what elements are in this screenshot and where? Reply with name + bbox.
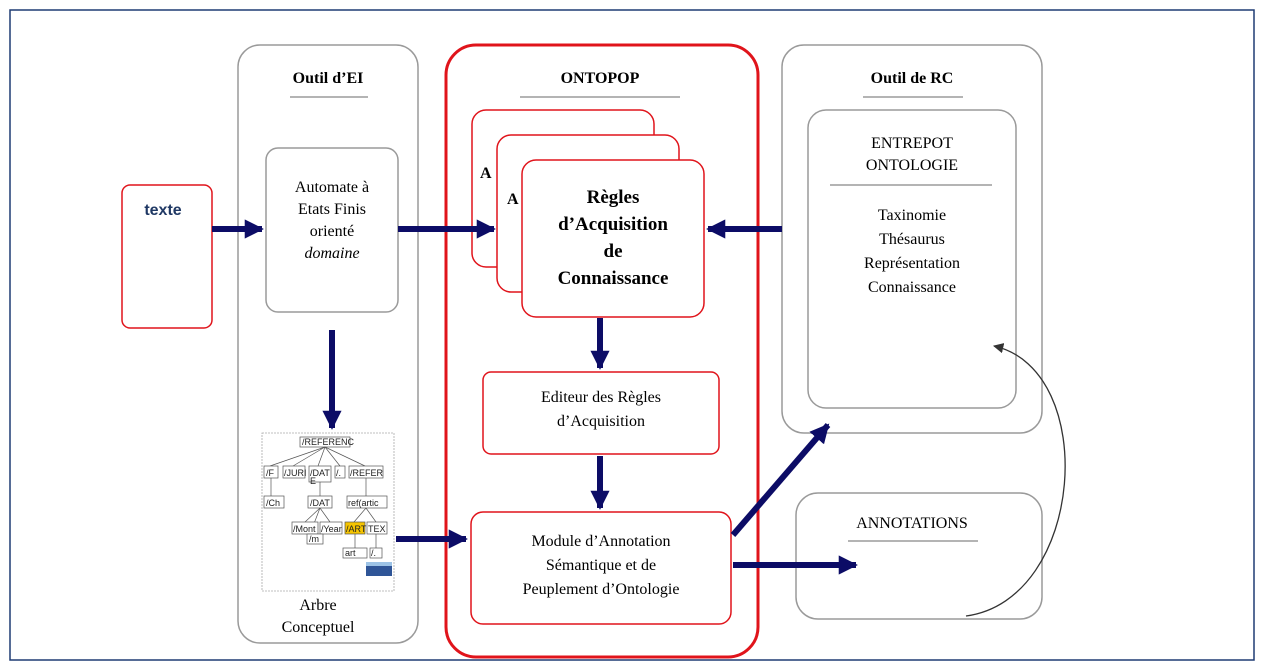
tree-node-year: /Year xyxy=(321,524,342,534)
outil-rc-title: Outil de RC xyxy=(871,70,954,87)
module-line2: Sémantique et de xyxy=(546,557,656,574)
regles-line3: de xyxy=(604,241,623,262)
automate-line3: orienté xyxy=(310,223,354,240)
regles-line4: Connaissance xyxy=(558,268,669,289)
entrepot-line1: ENTREPOT xyxy=(871,135,953,152)
tree-node-tex: TEX xyxy=(368,524,386,534)
regles-line2: d’Acquisition xyxy=(558,214,668,235)
entrepot-item-connaissance: Connaissance xyxy=(868,279,956,296)
tree-node-dat-e: E xyxy=(310,476,316,486)
module-line3: Peuplement d’Ontologie xyxy=(523,581,680,598)
tree-node-refer: /REFER xyxy=(350,468,384,478)
annotations-box[interactable] xyxy=(795,492,1043,620)
arrow-module-to-entrepot xyxy=(730,423,831,537)
module-box[interactable] xyxy=(470,511,732,625)
tree-node-ch: /Ch xyxy=(266,498,280,508)
rule-card-back-2-letter: A xyxy=(507,191,519,208)
arbre-line1: Arbre xyxy=(299,597,336,614)
rule-card-back-1-letter: A xyxy=(480,165,492,182)
annotations-label: ANNOTATIONS xyxy=(856,515,968,532)
outil-ei-title: Outil d’EI xyxy=(293,70,364,87)
tree-root: /REFERENC xyxy=(302,437,355,447)
tree-node-mont: /Mont xyxy=(293,524,316,534)
tree-node-f: /F xyxy=(266,468,275,478)
tree-node-dat2: /DAT xyxy=(310,498,330,508)
automate-line2: Etats Finis xyxy=(298,201,366,218)
tree-node-ref-artic: ref(artic xyxy=(348,498,379,508)
tree-node-juri: /JURI xyxy=(284,468,307,478)
editeur-box[interactable] xyxy=(482,371,720,455)
arrow-annotations-to-entrepot-curve xyxy=(965,343,1066,617)
conceptual-tree-image: /REFERENC /F /JURI /DAT E /. /REFER /Ch … xyxy=(261,432,395,592)
entrepot-line2: ONTOLOGIE xyxy=(866,157,958,174)
tree-node-dot2: /. xyxy=(371,548,376,558)
entrepot-item-thesaurus: Thésaurus xyxy=(879,231,945,248)
editeur-line2: d’Acquisition xyxy=(557,413,645,430)
ontopop-title: ONTOPOP xyxy=(561,70,640,87)
entrepot-item-taxinomie: Taxinomie xyxy=(878,207,946,224)
automate-line4: domaine xyxy=(304,245,359,262)
entrepot-item-representation: Représentation xyxy=(864,255,960,272)
texte-box[interactable] xyxy=(121,184,213,329)
outer-frame xyxy=(9,9,1255,661)
editeur-line1: Editeur des Règles xyxy=(541,389,661,406)
tree-node-m: /m xyxy=(309,534,319,544)
arbre-line2: Conceptuel xyxy=(282,619,355,636)
flow-arrows xyxy=(212,219,858,575)
module-line1: Module d’Annotation xyxy=(531,533,670,550)
tree-node-art2: art xyxy=(345,548,356,558)
tree-node-dat: /DAT xyxy=(310,468,330,478)
regles-box[interactable] xyxy=(521,159,705,318)
automate-line1: Automate à xyxy=(295,179,369,196)
regles-line1: Règles xyxy=(587,187,640,208)
tree-node-dot: /. xyxy=(336,468,341,478)
tree-node-art: /ART xyxy=(346,524,367,534)
texte-label: texte xyxy=(144,202,181,219)
